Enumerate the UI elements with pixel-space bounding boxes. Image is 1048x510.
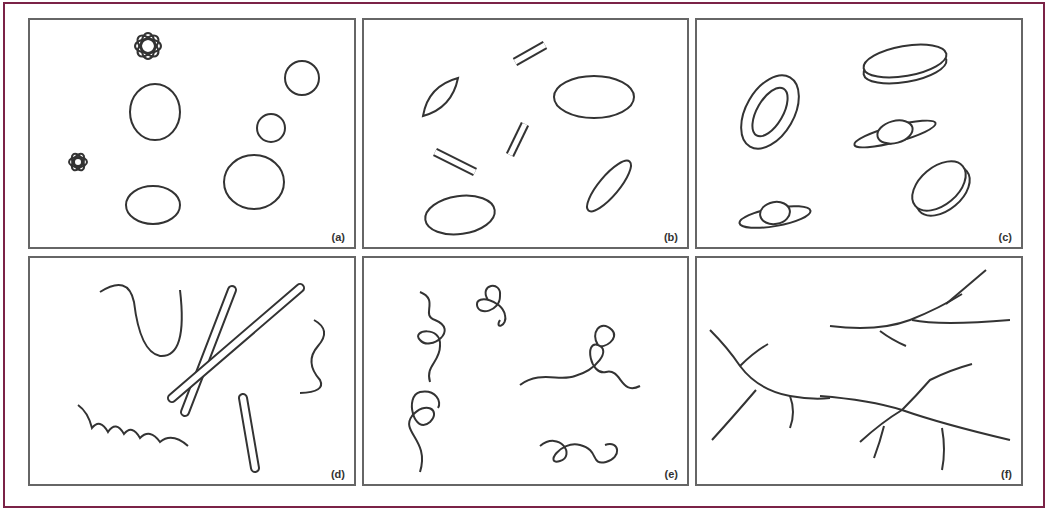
panel-frame: (f) [695,256,1023,486]
coiled-strands [409,286,640,472]
panel-label: (e) [664,468,679,480]
fibers-and-rods [78,285,324,468]
panel-frame: (c) [695,18,1023,249]
discs-and-rings [729,39,979,232]
panel-label: (f) [1000,468,1013,480]
panel-frame: (a) [28,18,356,249]
panel-label: (d) [330,468,346,480]
flakes-and-bars [423,45,638,239]
panel-frame: (d) [28,256,356,486]
panel-label: (c) [998,231,1013,243]
outer-frame [4,3,1044,507]
branched-strands [710,270,1010,470]
panel-label: (a) [331,231,346,243]
panel-frame: (b) [362,18,689,249]
spheres-and-coils [69,32,319,224]
panel-frame: (e) [362,256,689,486]
panel-label: (b) [663,231,679,243]
